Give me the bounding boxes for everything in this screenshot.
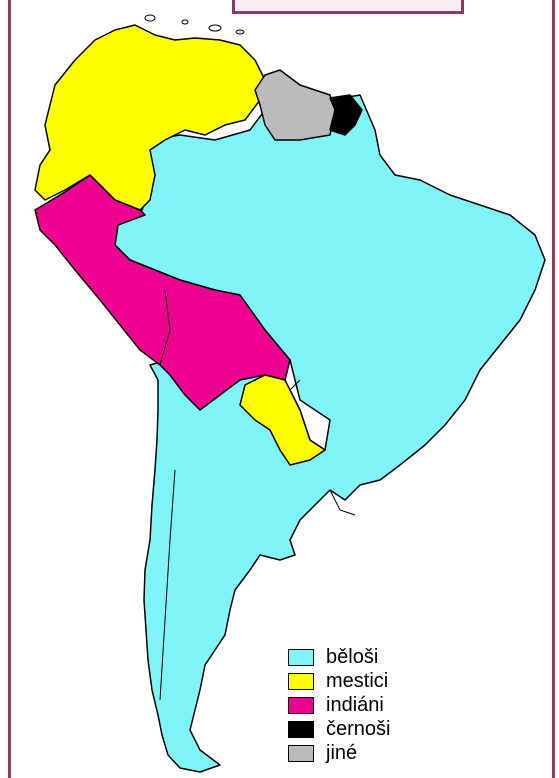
legend-swatch-belosi — [288, 648, 314, 666]
legend-label-cernosi: černoši — [326, 718, 391, 740]
region-mestici-north — [34, 24, 266, 211]
legend-swatch-indiani — [288, 696, 314, 714]
legend-item-cernosi: černoši — [288, 717, 390, 741]
legend: běloši mestici indiáni černoši jiné — [288, 645, 390, 765]
legend-swatch-cernosi — [288, 720, 314, 738]
legend-label-indiani: indiáni — [326, 694, 384, 716]
legend-swatch-mestici — [288, 672, 314, 690]
region-cernosi — [329, 94, 363, 136]
region-belosi-main — [114, 94, 546, 773]
legend-item-jine: jiné — [288, 741, 390, 765]
legend-label-jine: jiné — [326, 742, 358, 764]
border-lines — [159, 289, 356, 701]
island-4 — [181, 19, 189, 25]
legend-item-mestici: mestici — [288, 669, 390, 693]
map-frame — [8, 0, 555, 778]
legend-swatch-jine — [288, 744, 314, 762]
legend-label-belosi: běloši — [326, 646, 379, 668]
island-2 — [208, 24, 222, 32]
legend-label-mestici: mestici — [326, 670, 389, 692]
legend-item-belosi: běloši — [288, 645, 390, 669]
region-indiani — [34, 174, 291, 411]
legend-item-indiani: indiáni — [288, 693, 390, 717]
island-3 — [235, 29, 245, 35]
title-box — [232, 0, 464, 14]
island-1 — [144, 14, 156, 22]
region-mestici-paraguay — [239, 374, 326, 466]
